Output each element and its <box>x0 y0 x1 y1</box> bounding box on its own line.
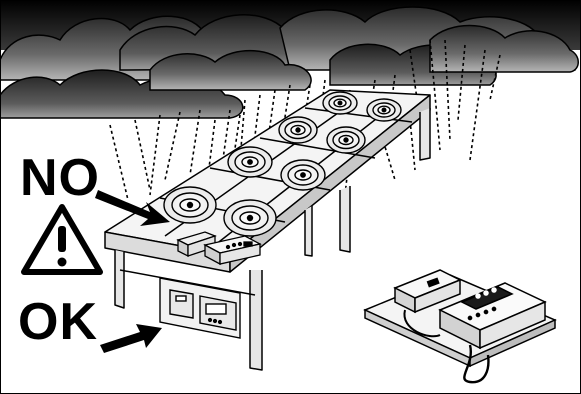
fan-2 <box>224 200 276 236</box>
fan-8 <box>367 99 401 121</box>
fan-4 <box>281 160 325 190</box>
fan-3 <box>228 147 272 177</box>
label-no: NO <box>20 152 100 204</box>
fan-7 <box>323 92 357 114</box>
warning-triangle-icon <box>24 207 100 272</box>
fan-1 <box>164 187 216 223</box>
arrow-ok <box>100 324 162 353</box>
controller-under <box>160 278 240 338</box>
storm-clouds <box>0 7 578 118</box>
label-ok: OK <box>18 296 98 348</box>
fan-5 <box>279 117 317 143</box>
fan-6 <box>327 127 365 153</box>
controller-detail <box>365 270 555 382</box>
